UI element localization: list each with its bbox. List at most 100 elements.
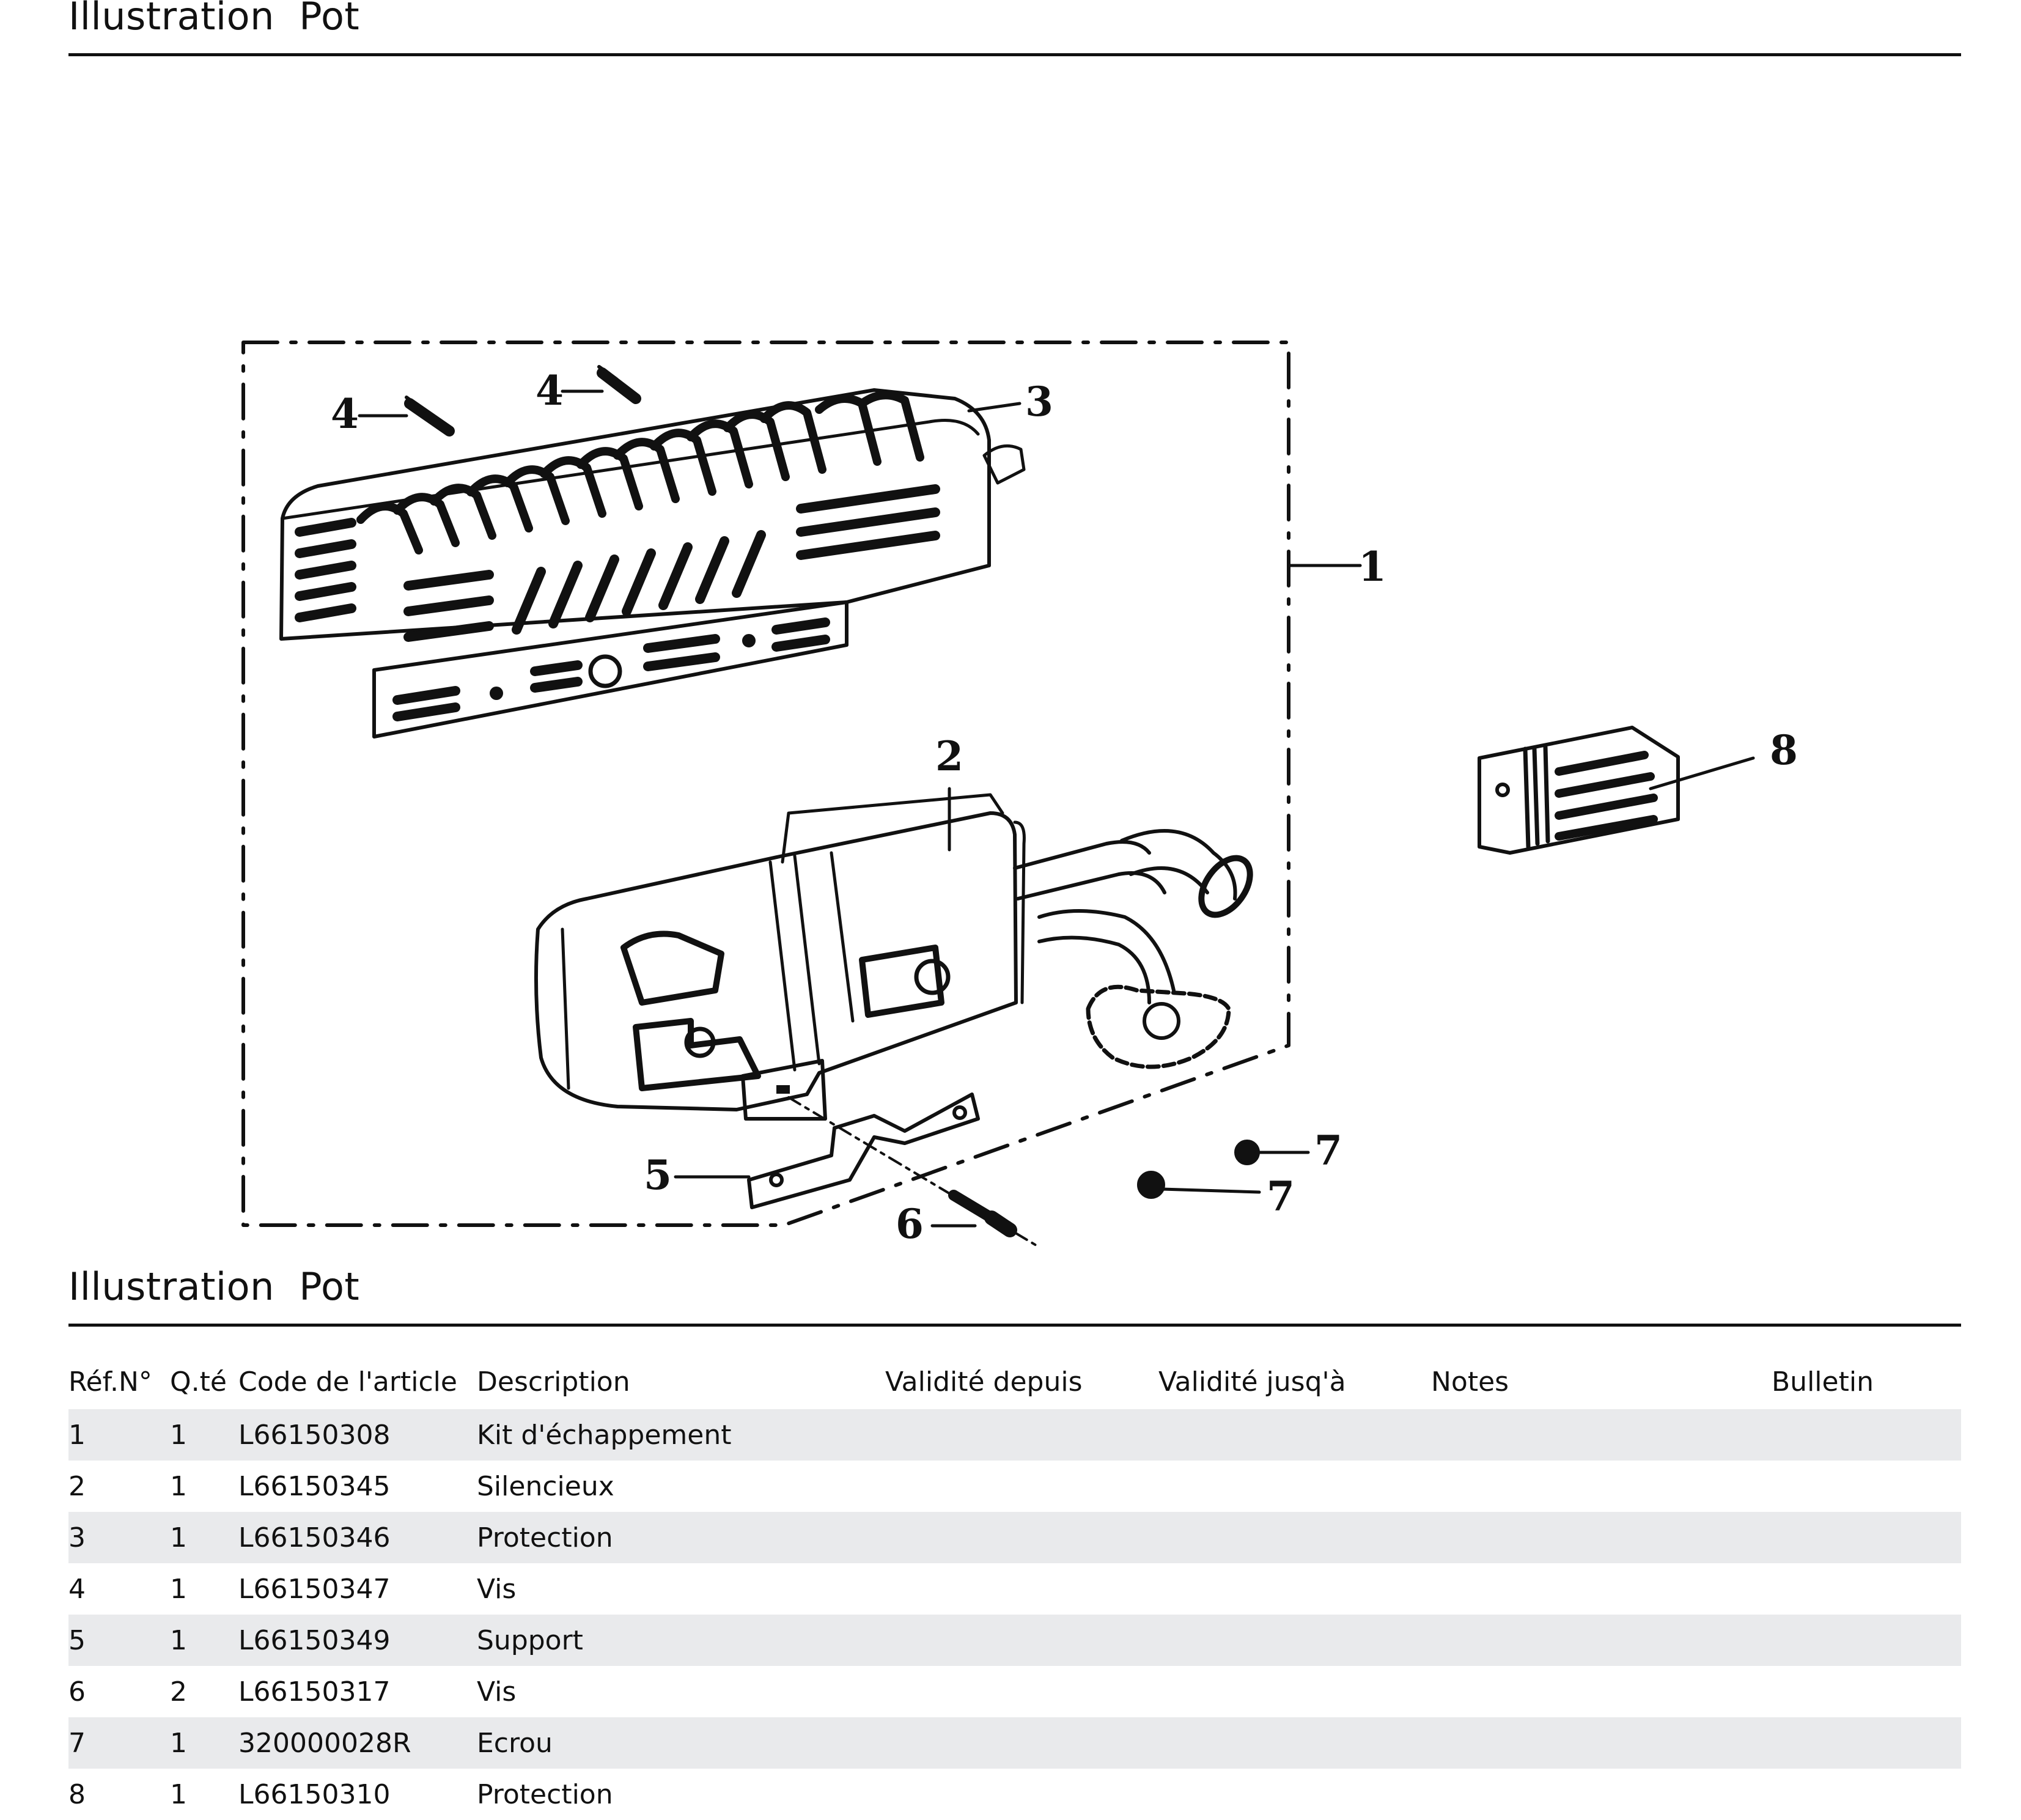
cell-description: Protection <box>477 1512 885 1563</box>
cell-bulletin <box>1772 1512 1961 1563</box>
column-header-notes: Notes <box>1431 1366 1509 1398</box>
cell-valid-from <box>885 1769 1158 1820</box>
cell-description: Silencieux <box>477 1470 614 1502</box>
cell-valid-to <box>1158 1461 1431 1512</box>
column-header-bulletin: Bulletin <box>1772 1366 1874 1398</box>
parts-list-divider <box>68 1324 1961 1327</box>
cell-bulletin <box>1772 1461 1961 1512</box>
cell-code: 320000028R <box>238 1717 477 1769</box>
cell-description: Ecrou <box>477 1717 885 1769</box>
cell-bulletin <box>1772 1666 1961 1717</box>
cell-ref: 3 <box>68 1512 170 1563</box>
cell-bulletin <box>1772 1717 1961 1769</box>
cell-valid-to <box>1158 1512 1431 1563</box>
table-row: 2 1 L66150345 Silencieux <box>68 1461 1961 1512</box>
cell-ref: 6 <box>68 1676 86 1708</box>
screw-part <box>404 365 641 437</box>
cell-notes <box>1431 1563 1772 1615</box>
cell-bulletin <box>1772 1615 1961 1666</box>
cell-code: L66150317 <box>238 1676 391 1708</box>
protection-part <box>1478 726 1680 855</box>
callout-number-7: 7 <box>1267 1173 1295 1220</box>
cell-qty: 1 <box>170 1615 238 1666</box>
cell-bulletin <box>1772 1563 1961 1615</box>
callout-number-4: 4 <box>331 390 359 438</box>
cell-valid-from <box>885 1461 1158 1512</box>
cell-valid-from <box>885 1409 1158 1461</box>
cell-qty: 1 <box>170 1717 238 1769</box>
cell-ref: 4 <box>68 1573 86 1605</box>
cell-ref: 8 <box>68 1778 86 1810</box>
column-header-qty: Q.té <box>170 1366 227 1398</box>
column-header-description: Description <box>477 1366 630 1398</box>
table-row: 8 1 L66150310 Protection <box>68 1769 1961 1820</box>
cell-notes <box>1431 1409 1772 1461</box>
cell-qty: 1 <box>170 1573 187 1605</box>
cell-qty: 1 <box>170 1470 187 1502</box>
cell-valid-to <box>1158 1563 1431 1615</box>
cell-description: Vis <box>477 1676 517 1708</box>
cell-ref: 7 <box>68 1717 170 1769</box>
heat-shield-part <box>279 388 1026 739</box>
column-header-valid-from: Validité depuis <box>885 1366 1083 1398</box>
bolt-part <box>948 1190 1017 1237</box>
cell-qty: 2 <box>170 1676 187 1708</box>
parts-table: Réf.N° Q.té Code de l'article Descriptio… <box>68 1354 1961 1820</box>
table-row: 6 2 L66150317 Vis <box>68 1666 1961 1717</box>
cell-valid-from <box>885 1512 1158 1563</box>
title-divider <box>68 53 1961 56</box>
cell-code: L66150310 <box>238 1778 391 1810</box>
cell-qty: 1 <box>170 1778 187 1810</box>
cell-notes <box>1431 1717 1772 1769</box>
cell-description: Kit d'échappement <box>477 1409 885 1461</box>
callout-number-6: 6 <box>896 1200 924 1248</box>
cell-notes <box>1431 1615 1772 1666</box>
cell-code: L66150345 <box>238 1470 391 1502</box>
cell-qty: 1 <box>170 1512 238 1563</box>
cell-notes <box>1431 1769 1772 1820</box>
nut-part <box>1137 1140 1260 1199</box>
callout-number-2: 2 <box>935 732 963 780</box>
cell-notes <box>1431 1461 1772 1512</box>
callout-number-1: 1 <box>1358 543 1386 591</box>
callout-number-7: 7 <box>1314 1127 1342 1174</box>
cell-description: Protection <box>477 1778 613 1810</box>
cell-valid-from <box>885 1666 1158 1717</box>
cell-code: L66150308 <box>238 1409 477 1461</box>
cell-ref: 2 <box>68 1470 86 1502</box>
cell-valid-from <box>885 1615 1158 1666</box>
cell-valid-to <box>1158 1615 1431 1666</box>
cell-bulletin <box>1772 1769 1961 1820</box>
cell-valid-to <box>1158 1666 1431 1717</box>
cell-code: L66150349 <box>238 1615 477 1666</box>
column-header-code: Code de l'article <box>238 1366 457 1398</box>
cell-valid-from <box>885 1563 1158 1615</box>
cell-notes <box>1431 1512 1772 1563</box>
table-header-row: Réf.N° Q.té Code de l'article Descriptio… <box>68 1354 1961 1409</box>
page-title: Illustration Pot <box>68 0 360 39</box>
callout-number-8: 8 <box>1770 726 1798 774</box>
exploded-parts-diagram: 4 4 3 1 2 8 5 6 7 7 <box>241 341 1798 1248</box>
callout-number-5: 5 <box>644 1151 672 1199</box>
parts-list-title: Illustration Pot <box>68 1264 360 1309</box>
cell-notes <box>1431 1666 1772 1717</box>
cell-valid-to <box>1158 1409 1431 1461</box>
cell-code: L66150346 <box>238 1512 477 1563</box>
callout-leader-lines <box>358 389 1755 1228</box>
cell-qty: 1 <box>170 1409 238 1461</box>
callout-number-3: 3 <box>1025 378 1053 426</box>
cell-code: L66150347 <box>238 1573 391 1605</box>
cell-valid-to <box>1158 1717 1431 1769</box>
cell-ref: 5 <box>68 1615 170 1666</box>
column-header-ref: Réf.N° <box>68 1366 152 1398</box>
callout-number-4: 4 <box>536 367 564 414</box>
cell-ref: 1 <box>68 1409 170 1461</box>
cell-description: Support <box>477 1615 885 1666</box>
cell-valid-from <box>885 1717 1158 1769</box>
